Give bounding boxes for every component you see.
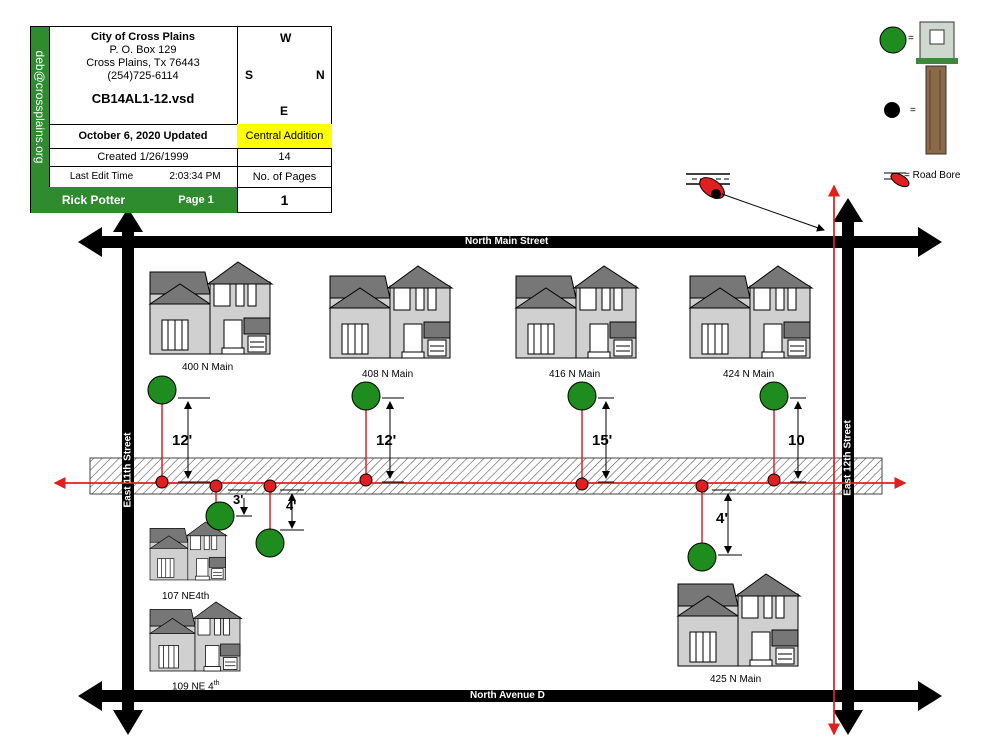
title-block: deb@crossplains.org City of Cross Plains… [30,26,332,213]
meter-107 [205,501,235,531]
house-label-400: 400 N Main [182,362,234,373]
house-label-416: 416 N Main [549,369,601,380]
house-label-107: 107 NE4th [162,591,210,602]
email-text[interactable]: deb@crossplains.org [33,50,47,164]
pole-icon [925,65,947,155]
page-count-cell: 14 [237,148,332,167]
street-north-main [78,227,942,257]
po-box: P. O. Box 129 [109,44,177,56]
dim-424: 10 [788,432,805,449]
org-name: City of Cross Plains [91,31,195,43]
legend-tap-icon [884,102,900,118]
house-424 [689,265,813,359]
address-block: City of Cross Plains P. O. Box 129 Cross… [49,27,238,125]
last-edit-label: Last Edit Time [49,166,154,188]
created-cell: Created 1/26/1999 [49,148,238,167]
alley-hatch [89,457,883,495]
house-label-424: 424 N Main [723,369,775,380]
meter-408 [351,381,381,411]
compass-s: S [245,68,254,82]
legend-meter-icon [879,26,907,54]
street-east-11th [113,208,143,735]
label-east-11th: East 11th Street [122,432,134,508]
dim-109: 4' [286,498,297,513]
label-north-avenue-d: North Avenue D [470,690,545,701]
dim-400: 12' [172,432,193,449]
label-east-12th: East 12th Street [842,420,854,496]
street-east-12th [833,198,863,735]
house-label-109: 109 NE 4th [172,680,220,693]
house-425 [677,573,801,667]
house-label-425: 425 N Main [710,674,762,685]
meter-425 [687,542,717,572]
meter-109 [255,528,285,558]
road-bore-legend-icon [884,172,910,188]
meter-416 [567,381,597,411]
meter-400 [147,375,177,405]
legend-eq1: = [908,33,914,44]
road-bore-icon [686,173,825,232]
page-num-cell: 1 [280,192,289,208]
house-400 [149,261,273,355]
compass-w: W [280,31,292,45]
meter-set-icon [916,21,958,64]
legend-eq2: = [910,105,916,116]
page-cell: Page 1 [155,187,238,213]
house-408 [329,265,453,359]
house-109 [149,601,242,672]
house-label-408: 408 N Main [362,369,414,380]
house-416 [515,265,639,359]
phone: (254)725-6114 [107,70,179,82]
house-107 [149,521,228,581]
pages-label-cell: No. of Pages [237,166,332,188]
legend-road-bore: = Road Bore [904,170,961,181]
addition-cell: Central Addition [237,124,332,149]
dim-408: 12' [376,432,397,449]
file-name: CB14AL1-12.vsd [91,91,195,106]
meter-424 [759,381,789,411]
dim-107: 3' [233,492,244,507]
updated-cell: October 6, 2020 Updated [49,124,238,149]
dim-425: 4' [716,510,728,527]
street-north-avenue-d [78,681,942,711]
last-edit-time: 2:03:34 PM [153,166,238,188]
dim-416: 15' [592,432,613,449]
city: Cross Plains, Tx 76443 [86,57,200,69]
email-strip: deb@crossplains.org [31,27,50,187]
compass-e: E [280,104,289,118]
author-cell: Rick Potter [31,187,156,213]
label-north-main: North Main Street [465,236,549,247]
compass-n: N [316,68,325,82]
